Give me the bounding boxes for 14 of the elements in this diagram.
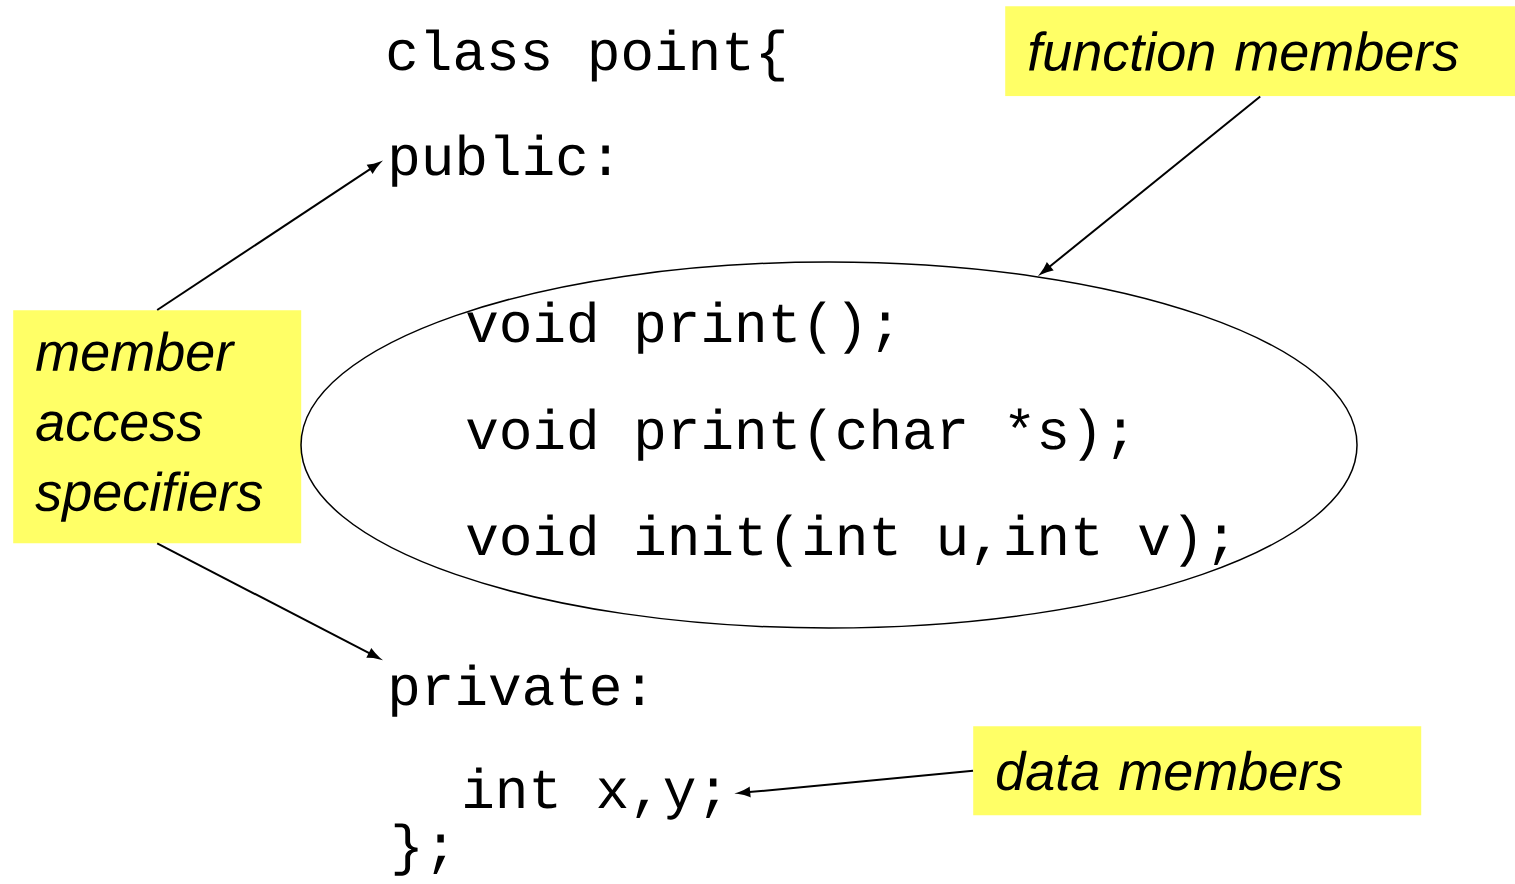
callout-box: function members — [1005, 6, 1515, 97]
code-text: }; — [394, 823, 446, 876]
code-text: int x,y; — [465, 767, 718, 820]
callout-box: data members — [973, 726, 1422, 816]
code-text: private: — [392, 664, 643, 717]
code-text: void print(); — [467, 301, 890, 354]
code-text: void print(char *s); — [467, 408, 1126, 461]
arrow — [156, 542, 381, 660]
callout-box: member access specifiers — [13, 310, 302, 544]
code-text: public: — [392, 134, 609, 187]
arrow — [156, 162, 381, 311]
code-text: class point{ — [388, 29, 784, 82]
arrow — [1040, 95, 1262, 275]
code-text: void init(int u,int v); — [467, 514, 1226, 567]
